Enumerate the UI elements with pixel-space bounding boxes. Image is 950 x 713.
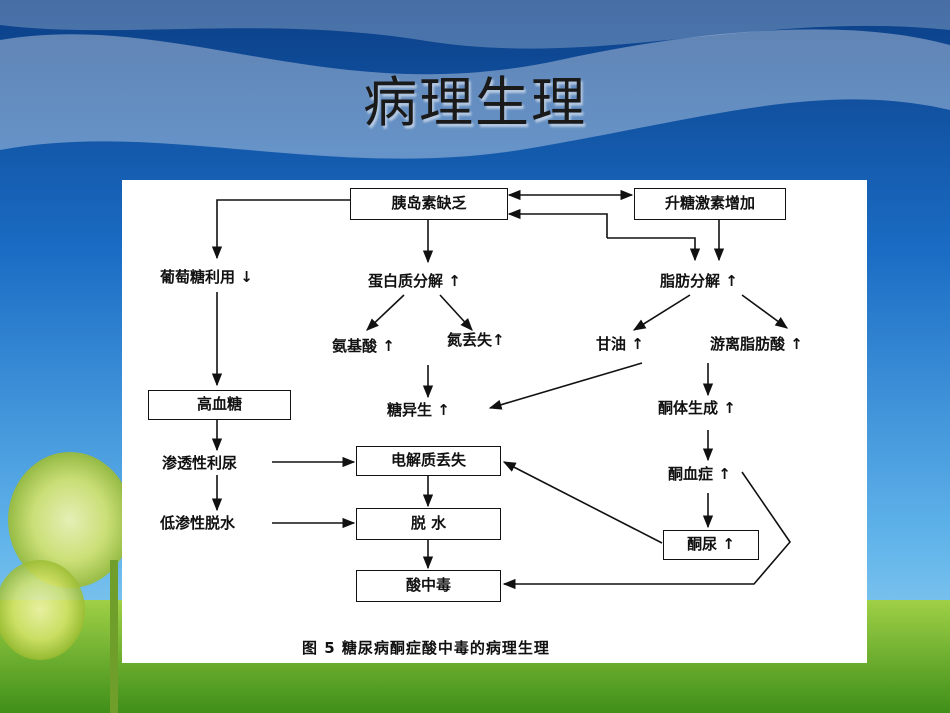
figure-caption: 图 5 糖尿病酮症酸中毒的病理生理	[302, 639, 550, 657]
nitrogen-loss-label: 氮丢失↑	[447, 331, 505, 349]
counter-hormones-box: 升糖激素增加	[634, 188, 786, 220]
amino-acids-label: 氨基酸 ↑	[332, 337, 395, 355]
glycerol-label: 甘油 ↑	[596, 335, 644, 353]
gluconeogenesis-label: 糖异生 ↑	[387, 401, 450, 419]
hyperglycemia-box: 高血糖	[148, 390, 291, 420]
insulin-deficiency-box: 胰岛素缺乏	[350, 188, 508, 220]
electrolyte-loss-box: 电解质丢失	[356, 446, 501, 476]
ketonuria-box: 酮尿 ↑	[663, 530, 759, 560]
ketonemia-label: 酮血症 ↑	[668, 465, 731, 483]
slide-title: 病理生理	[363, 71, 587, 134]
glucose-utilization-label: 葡萄糖利用 ↓	[160, 268, 253, 286]
acidosis-box: 酸中毒	[356, 570, 501, 602]
dehydration-box: 脱 水	[356, 508, 501, 540]
osmotic-diuresis-label: 渗透性利尿	[162, 454, 238, 472]
hypotonic-dehydration-label: 低渗性脱水	[160, 514, 236, 532]
diagram-arrows	[211, 189, 792, 590]
lipolysis-label: 脂肪分解 ↑	[660, 272, 738, 290]
protein-breakdown-label: 蛋白质分解 ↑	[368, 272, 461, 290]
free-fatty-acids-label: 游离脂肪酸 ↑	[710, 335, 803, 353]
pathophysiology-diagram: 胰岛素缺乏 升糖激素增加 葡萄糖利用 ↓ 蛋白质分解 ↑ 脂肪分解 ↑ 氨基酸 …	[122, 180, 867, 663]
ketogenesis-label: 酮体生成 ↑	[658, 399, 736, 417]
